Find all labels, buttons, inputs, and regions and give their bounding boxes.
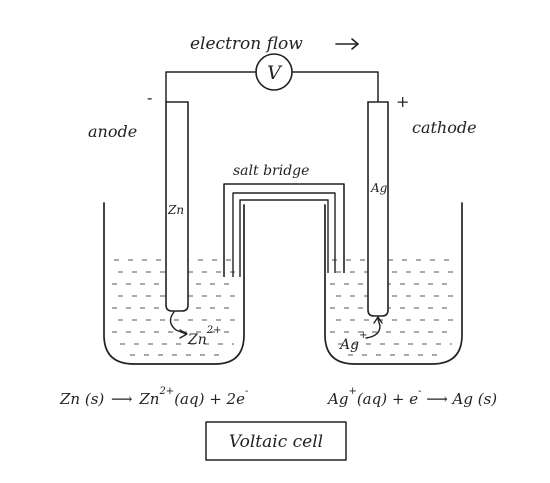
caption-box <box>205 421 347 461</box>
caption-label: Voltaic cell <box>229 432 323 452</box>
right-solution <box>330 259 456 356</box>
anode-sign: - <box>147 88 152 107</box>
salt-bridge-tube <box>223 183 345 277</box>
left-beaker <box>103 202 245 365</box>
silver-ion-label: Ag+ <box>338 330 367 353</box>
zinc-ion-arrow-icon <box>169 311 187 335</box>
salt-bridge-label: salt bridge <box>233 163 309 179</box>
external-wire <box>165 71 379 103</box>
anode-half-reaction: Zn (s) ⟶ Zn2+(aq) + 2e- <box>59 386 249 408</box>
cathode-label: cathode <box>412 118 477 137</box>
cathode-sign: + <box>396 92 409 111</box>
silver-electrode: Ag <box>367 101 389 317</box>
right-beaker <box>324 202 463 365</box>
silver-ion-arrow-icon <box>365 318 381 339</box>
zinc-electrode-label: Zn <box>167 203 184 217</box>
zinc-ion-label: Zn2+ <box>187 325 222 348</box>
silver-electrode-label: Ag <box>370 181 388 195</box>
electron-flow-arrow-icon <box>335 38 359 50</box>
cathode-half-reaction: Ag+(aq) + e- ⟶ Ag (s) <box>326 380 497 408</box>
voltmeter: V <box>255 53 293 91</box>
anode-label: anode <box>88 122 137 141</box>
electron-flow-label: electron flow <box>190 34 303 54</box>
zinc-electrode: Zn <box>165 101 189 312</box>
voltmeter-symbol: V <box>267 62 283 84</box>
